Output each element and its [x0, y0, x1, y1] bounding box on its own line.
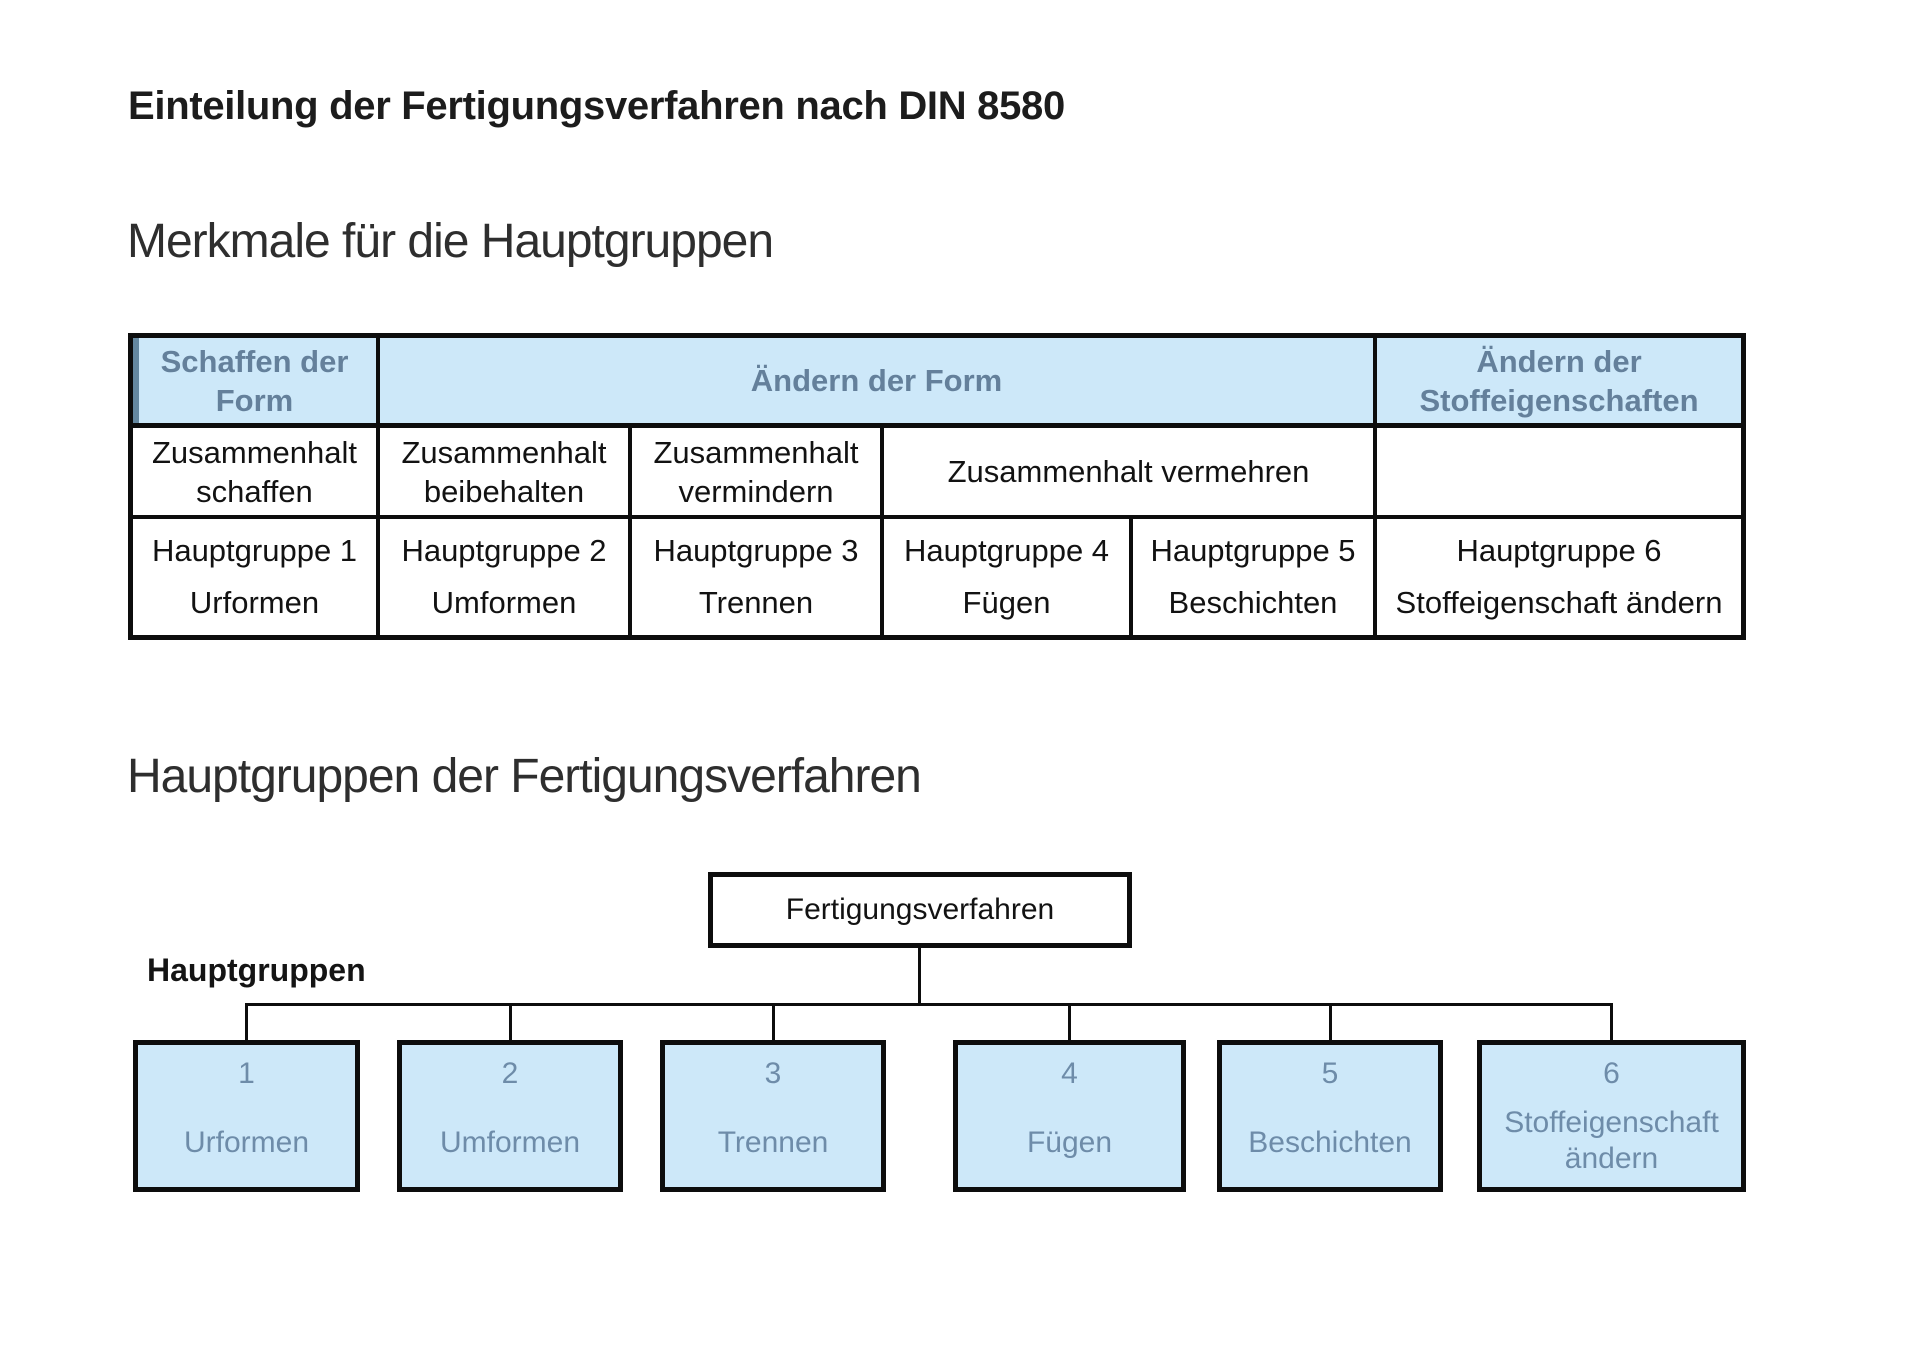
table-cell-hauptgruppe-1: Hauptgruppe 1 Urformen: [133, 519, 380, 635]
connector-stub-4: [1068, 1003, 1071, 1041]
table-cell-hauptgruppe-5: Hauptgruppe 5 Beschichten: [1133, 519, 1377, 635]
diagram-node-trennen: 3 Trennen: [660, 1040, 886, 1192]
diagram-node-fuegen: 4 Fügen: [953, 1040, 1186, 1192]
group-number-label: Hauptgruppe 1: [151, 533, 358, 568]
table-header-label: Schaffen der Form: [160, 343, 349, 418]
group-number-label: Hauptgruppe 6: [1456, 533, 1662, 568]
connector-rail: [245, 1003, 1613, 1006]
node-number: 1: [238, 1057, 255, 1090]
diagram-node-stoffeigenschaft-aendern: 6 Stoffeigenschaft ändern: [1477, 1040, 1746, 1192]
connector-stub-5: [1329, 1003, 1332, 1041]
table-cell-hauptgruppe-6: Hauptgruppe 6 Stoffeigenschaft ändern: [1377, 519, 1741, 635]
connector-stub-3: [772, 1003, 775, 1041]
node-label: Trennen: [717, 1126, 829, 1159]
section-heading-merkmale: Merkmale für die Hauptgruppen: [127, 215, 774, 268]
table-header-aendern-der-form: Ändern der Form: [380, 338, 1377, 428]
group-number-label: Hauptgruppe 4: [903, 533, 1110, 568]
group-name-label: Umformen: [431, 585, 577, 620]
diagram-root-box: Fertigungsverfahren: [708, 872, 1132, 948]
table-cell-zusammenhalt-vermindern: Zusammenhalt vermindern: [632, 428, 884, 519]
node-label: Urformen: [183, 1126, 310, 1159]
node-number: 5: [1321, 1057, 1339, 1090]
table-header-schaffen-der-form: Schaffen der Form: [133, 338, 380, 428]
group-number-label: Hauptgruppe 5: [1150, 533, 1356, 568]
table-header-label: Ändern der Form: [750, 363, 1003, 398]
connector-stub-1: [245, 1003, 248, 1041]
diagram-node-beschichten: 5 Beschichten: [1217, 1040, 1443, 1192]
node-number: 2: [501, 1057, 519, 1090]
section-heading-hauptgruppen: Hauptgruppen der Fertigungsverfahren: [127, 750, 922, 803]
diagram-side-label: Hauptgruppen: [147, 952, 366, 988]
node-label: Umformen: [439, 1126, 581, 1159]
diagram-node-umformen: 2 Umformen: [397, 1040, 623, 1192]
page-title: Einteilung der Fertigungsverfahren nach …: [128, 84, 1065, 128]
table-cell-hauptgruppe-4: Hauptgruppe 4 Fügen: [884, 519, 1133, 635]
diagram-node-urformen: 1 Urformen: [133, 1040, 360, 1192]
node-label: Stoffeigenschaft ändern: [1504, 1106, 1719, 1175]
group-name-label: Urformen: [189, 585, 320, 620]
group-name-label: Stoffeigenschaft ändern: [1395, 585, 1723, 620]
node-label: Fügen: [1026, 1126, 1113, 1159]
node-number: 3: [764, 1057, 782, 1090]
table-header-label: Ändern der Stoffeigenschaften: [1419, 343, 1699, 418]
connector-root-stem: [918, 948, 921, 1005]
table-cell-zusammenhalt-vermehren: Zusammenhalt vermehren: [884, 428, 1377, 519]
group-name-label: Fügen: [962, 585, 1051, 620]
group-name-label: Beschichten: [1168, 585, 1338, 620]
header-left-accent: [133, 338, 139, 423]
node-number: 6: [1603, 1057, 1620, 1090]
connector-stub-2: [509, 1003, 512, 1041]
table-header-aendern-der-stoffeigenschaften: Ändern der Stoffeigenschaften: [1377, 338, 1741, 428]
table-cell-zusammenhalt-schaffen: Zusammenhalt schaffen: [133, 428, 380, 519]
node-number: 4: [1061, 1057, 1078, 1090]
diagram-root-label: Fertigungsverfahren: [785, 893, 1055, 926]
table-cell-hauptgruppe-3: Hauptgruppe 3 Trennen: [632, 519, 884, 635]
group-name-label: Trennen: [698, 585, 814, 620]
table-cell-hauptgruppe-2: Hauptgruppe 2 Umformen: [380, 519, 632, 635]
node-label: Beschichten: [1248, 1126, 1412, 1159]
connector-stub-6: [1610, 1003, 1613, 1041]
group-number-label: Hauptgruppe 2: [401, 533, 607, 568]
main-groups-table: Schaffen der Form Ändern der Form Ändern…: [128, 333, 1746, 640]
table-cell-zusammenhalt-beibehalten: Zusammenhalt beibehalten: [380, 428, 632, 519]
table-cell-empty: [1377, 428, 1741, 519]
group-number-label: Hauptgruppe 3: [653, 533, 859, 568]
